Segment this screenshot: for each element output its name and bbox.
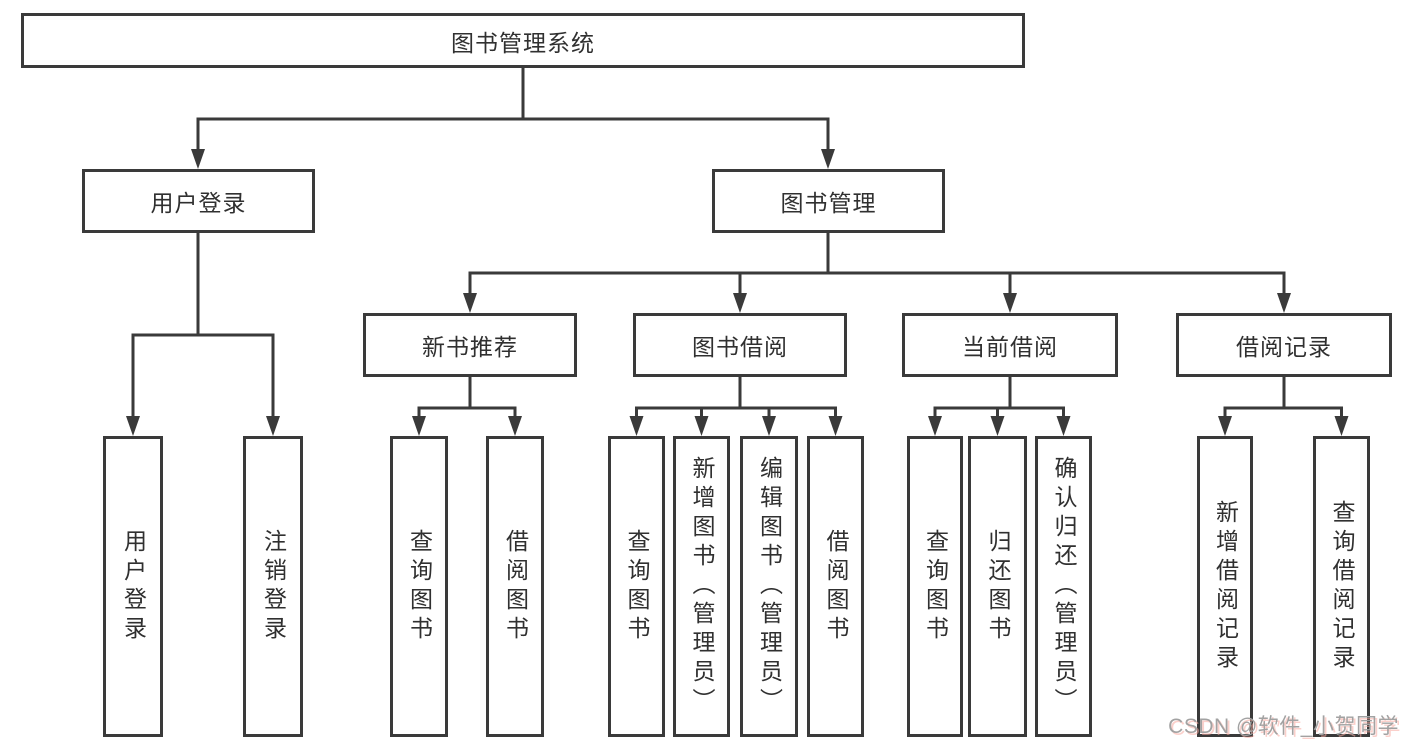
node-user-login: 用户登录 (82, 169, 315, 233)
leaf-borrow-books-recommend: 借阅图书 (486, 436, 544, 737)
leaf-user-login: 用户登录 (103, 436, 163, 737)
leaf-edit-books-admin: 编辑图书（管理员） (740, 436, 798, 737)
node-book-management: 图书管理 (712, 169, 945, 233)
node-current-borrowing: 当前借阅 (902, 313, 1118, 377)
csdn-watermark: CSDN @软件_小贺同学 (1168, 715, 1399, 738)
node-new-book-recommendation: 新书推荐 (363, 313, 577, 377)
node-borrowing-records: 借阅记录 (1176, 313, 1392, 377)
leaf-query-books-recommend: 查询图书 (390, 436, 448, 737)
leaf-query-books-current: 查询图书 (907, 436, 963, 737)
leaf-query-borrow-record: 查询借阅记录 (1313, 436, 1370, 737)
leaf-logout: 注销登录 (243, 436, 303, 737)
leaf-query-books-borrow: 查询图书 (608, 436, 665, 737)
leaf-borrow-books: 借阅图书 (807, 436, 864, 737)
node-library-management-system: 图书管理系统 (21, 13, 1025, 68)
leaf-add-books-admin: 新增图书（管理员） (673, 436, 730, 737)
node-book-borrowing: 图书借阅 (633, 313, 847, 377)
leaf-confirm-return-admin: 确认归还（管理员） (1035, 436, 1092, 737)
leaf-add-borrow-record: 新增借阅记录 (1197, 436, 1253, 737)
leaf-return-books: 归还图书 (968, 436, 1027, 737)
